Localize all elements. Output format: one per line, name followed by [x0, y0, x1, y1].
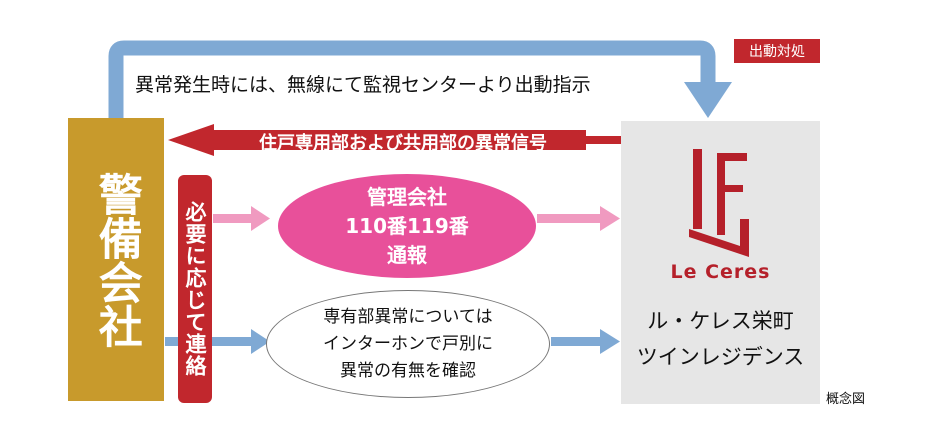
- management-company-ellipse: 管理会社 110番119番 通報: [278, 174, 536, 278]
- building-name: ル・ケレス栄町 ツインレジデンス: [621, 303, 820, 375]
- contact-badge: 必要に応じて連絡: [178, 175, 212, 403]
- building-name-line-2: ツインレジデンス: [636, 345, 805, 369]
- pink-arrow-left-shaft: [213, 214, 251, 223]
- unit-check-line-3: 異常の有無を確認: [340, 360, 476, 381]
- management-line-1: 管理会社: [367, 184, 447, 209]
- unit-check-line-1: 専有部異常については: [323, 306, 493, 327]
- blue-arrow-right-shaft: [551, 337, 601, 346]
- le-ceres-logo-icon: [689, 149, 749, 257]
- dispatch-badge: 出動対処: [734, 39, 820, 63]
- signal-arrow-label: 住戸専用部および共用部の異常信号: [259, 133, 547, 154]
- concept-note: 概念図: [826, 392, 866, 407]
- security-company-box: 警備会社: [68, 118, 164, 401]
- unit-check-ellipse: 専有部異常については インターホンで戸別に 異常の有無を確認: [266, 290, 550, 398]
- pink-arrow-left-head: [251, 206, 270, 231]
- building-name-line-1: ル・ケレス栄町: [647, 309, 794, 333]
- signal-arrow-tail: [586, 136, 622, 144]
- management-line-2: 110番119番: [345, 213, 469, 238]
- building-box: Le Ceres ル・ケレス栄町 ツインレジデンス: [621, 121, 820, 404]
- management-line-3: 通報: [387, 242, 427, 267]
- pink-arrow-right-shaft: [537, 214, 601, 223]
- signal-arrow-shape: [168, 124, 586, 156]
- blue-arrow-right-head: [600, 329, 620, 354]
- dispatch-loop-arrow: [108, 40, 716, 118]
- pink-arrow-right-head: [600, 206, 620, 231]
- security-company-label: 警備会社: [90, 171, 142, 348]
- top-instruction-text: 異常発生時には、無線にて監視センターより出動指示: [135, 74, 591, 96]
- unit-check-line-2: インターホンで戸別に: [323, 333, 493, 354]
- brand-logo-text: Le Ceres: [670, 261, 771, 283]
- dispatch-loop-arrowhead: [684, 82, 732, 118]
- blue-arrow-left-head: [251, 329, 270, 354]
